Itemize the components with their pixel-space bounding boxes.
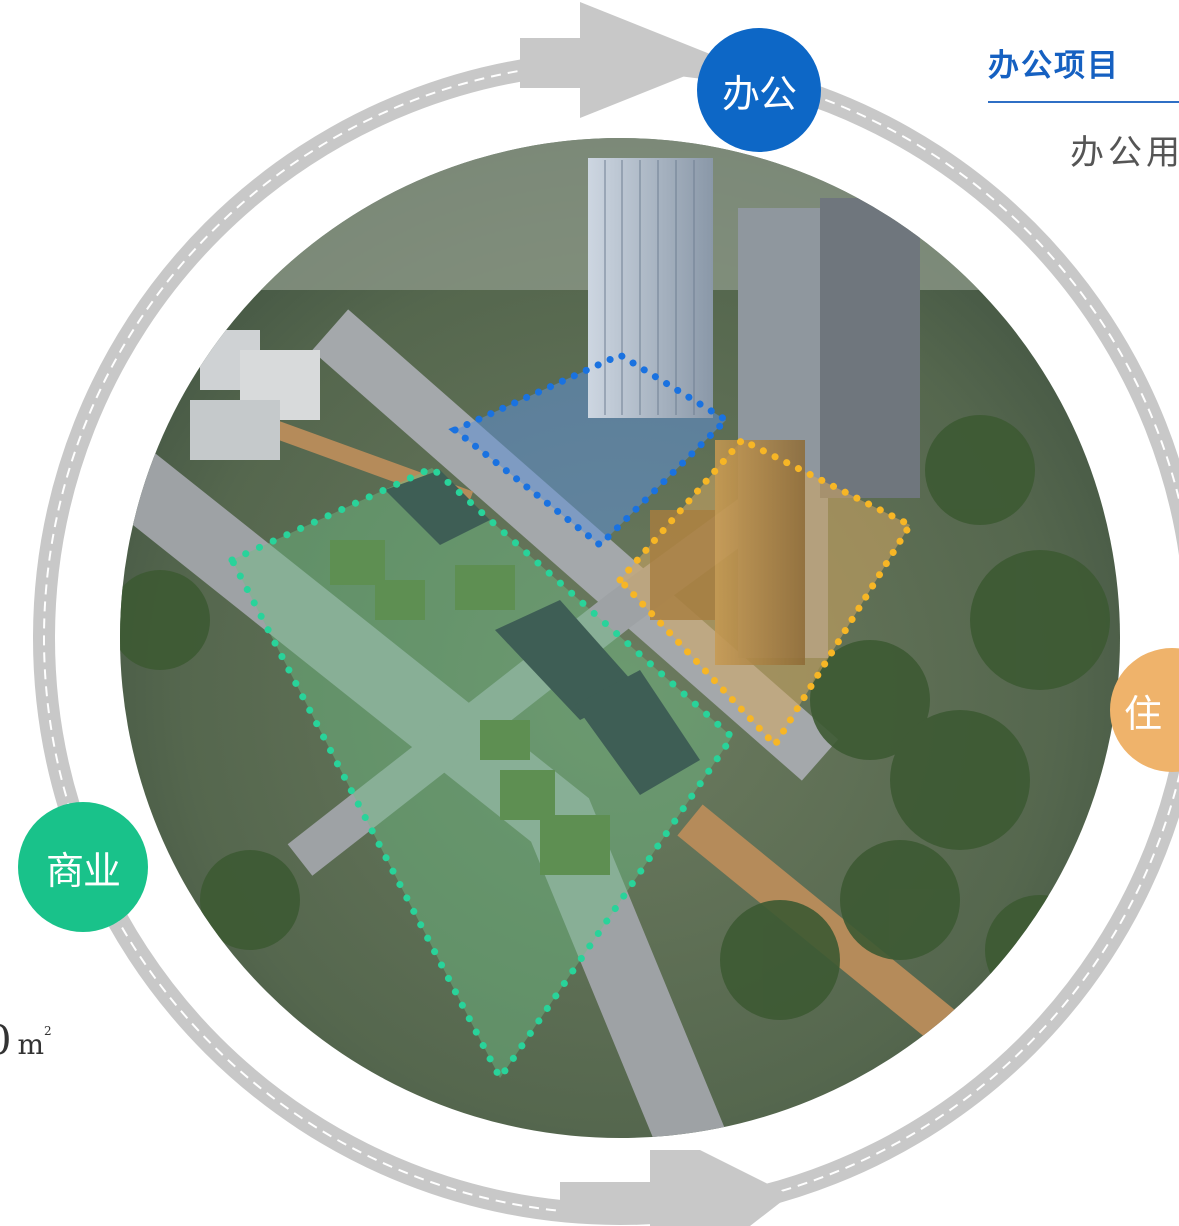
office-outline (448, 351, 732, 550)
office-badge: 办公 (697, 28, 821, 152)
area-value: 0 (0, 1018, 11, 1064)
commerce-label: 商业 (45, 848, 121, 893)
residence-label: 住 (1124, 691, 1162, 736)
title-divider (988, 101, 1179, 103)
commerce-badge: 商业 (18, 802, 148, 932)
bottom-arrow-icon (560, 1150, 790, 1226)
top-arrow-icon (520, 2, 720, 118)
page-title: 办公项目 (988, 48, 1120, 84)
area-readout: 0m2 (0, 1018, 52, 1064)
aerial-photo (120, 138, 1120, 1138)
page-subtitle: 办公用 (1070, 133, 1179, 173)
area-unit-superscript: 2 (44, 1024, 52, 1038)
area-unit: m (17, 1028, 45, 1061)
office-label: 办公 (721, 71, 797, 116)
residence-badge: 住 (1110, 648, 1179, 772)
residence-outline (615, 435, 915, 751)
